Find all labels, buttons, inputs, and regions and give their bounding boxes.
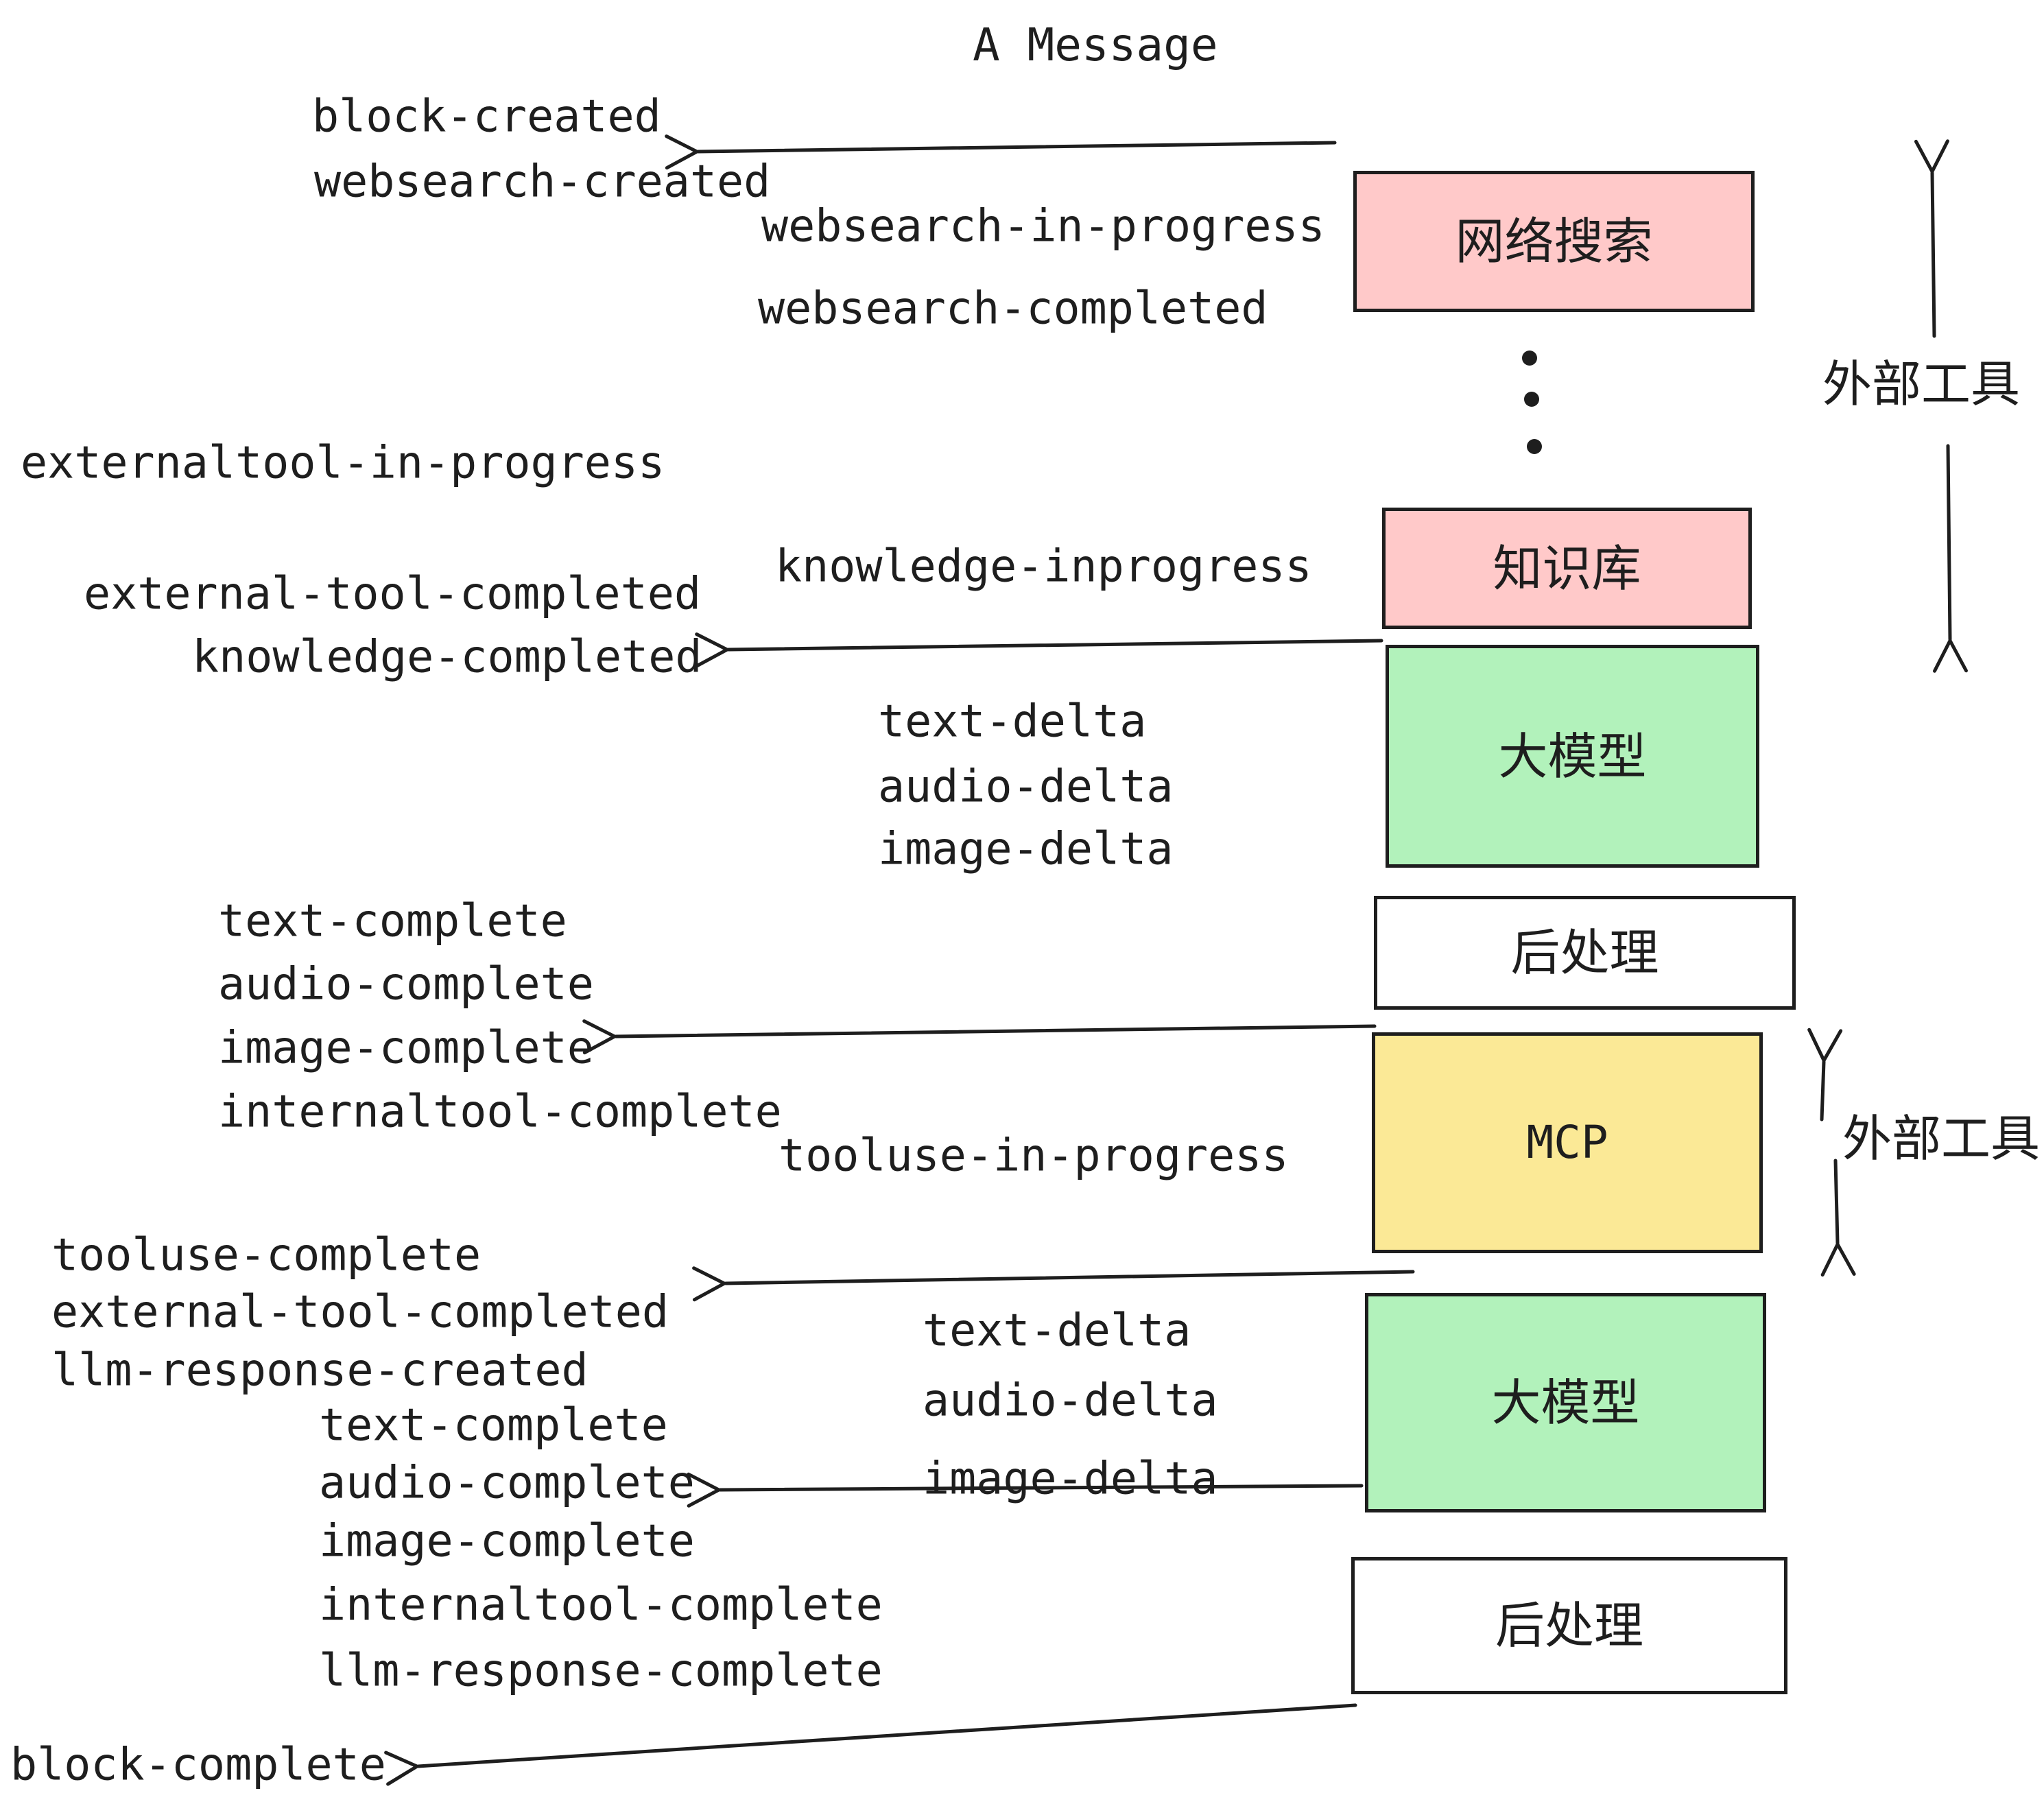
vertical-ellipsis-dot bbox=[1527, 439, 1542, 454]
llm-box-2-label: 大模型 bbox=[1491, 1374, 1640, 1432]
down-arrow-external-tools-2 bbox=[1820, 1159, 1856, 1277]
event-label-llm-response-created: llm-response-created bbox=[51, 1344, 589, 1397]
postprocess-box-2: 后处理 bbox=[1351, 1557, 1787, 1694]
event-label-image-complete-2: image-complete bbox=[319, 1515, 695, 1567]
postprocess-box-1-label: 后处理 bbox=[1510, 924, 1659, 982]
event-label-text-complete: text-complete bbox=[218, 895, 567, 947]
vertical-ellipsis-dot bbox=[1524, 392, 1539, 407]
event-label-image-delta-2: image-delta bbox=[923, 1453, 1218, 1505]
event-label-tooluse-complete: tooluse-complete bbox=[51, 1229, 482, 1281]
event-label-audio-complete-2: audio-complete bbox=[319, 1457, 695, 1509]
event-label-block-created: block-created bbox=[312, 91, 661, 143]
left-arrow-tooluse-complete bbox=[692, 1266, 1415, 1302]
event-label-block-complete: block-complete bbox=[10, 1739, 386, 1791]
websearch-box-label: 网络搜索 bbox=[1455, 213, 1653, 270]
up-arrow-external-tools-2 bbox=[1807, 1028, 1843, 1121]
llm-box-1-label: 大模型 bbox=[1498, 727, 1647, 785]
external-tools-label-2: 外部工具 bbox=[1842, 1110, 2041, 1167]
event-label-audio-delta-2: audio-delta bbox=[923, 1375, 1218, 1427]
llm-box-2: 大模型 bbox=[1365, 1293, 1766, 1512]
event-label-knowledge-completed: knowledge-completed bbox=[192, 631, 702, 683]
postprocess-box-2-label: 后处理 bbox=[1495, 1597, 1643, 1654]
event-label-text-complete-2: text-complete bbox=[319, 1399, 668, 1451]
event-label-audio-complete: audio-complete bbox=[218, 958, 594, 1010]
event-label-external-tool-completed: external-tool-completed bbox=[84, 568, 702, 620]
event-label-text-delta-2: text-delta bbox=[923, 1305, 1191, 1357]
websearch-box: 网络搜索 bbox=[1353, 171, 1755, 312]
vertical-ellipsis-dot bbox=[1522, 351, 1537, 366]
event-label-knowledge-inprogress: knowledge-inprogress bbox=[775, 541, 1312, 593]
mcp-box: MCP bbox=[1372, 1032, 1763, 1253]
event-label-image-complete: image-complete bbox=[218, 1022, 594, 1074]
mcp-box-label: MCP bbox=[1526, 1116, 1608, 1169]
left-arrow-block-created bbox=[665, 134, 1337, 170]
event-label-externaltool-in-progress: externaltool-in-progress bbox=[21, 437, 665, 489]
event-label-websearch-created: websearch-created bbox=[314, 156, 771, 208]
event-label-llm-response-complete: llm-response-complete bbox=[319, 1645, 883, 1697]
diagram-title: A Message bbox=[973, 19, 1218, 71]
left-arrow-block-complete bbox=[384, 1703, 1357, 1786]
knowledge-box-label: 知识库 bbox=[1493, 539, 1641, 597]
external-tools-label-1: 外部工具 bbox=[1822, 355, 2021, 413]
event-label-internaltool-complete-2: internaltool-complete bbox=[319, 1579, 883, 1631]
event-label-tooluse-in-progress: tooluse-in-progress bbox=[779, 1130, 1289, 1182]
event-label-audio-delta: audio-delta bbox=[878, 761, 1174, 813]
up-arrow-external-tools-1 bbox=[1914, 139, 1949, 338]
postprocess-box-1: 后处理 bbox=[1374, 896, 1796, 1010]
event-label-websearch-in-progress: websearch-in-progress bbox=[761, 200, 1325, 252]
knowledge-box: 知识库 bbox=[1382, 508, 1752, 629]
left-arrow-knowledge-completed bbox=[695, 632, 1383, 668]
event-label-text-delta: text-delta bbox=[878, 696, 1147, 748]
event-label-internaltool-complete: internaltool-complete bbox=[218, 1086, 782, 1138]
event-label-external-tool-completed-2: external-tool-completed bbox=[51, 1286, 669, 1338]
llm-box-1: 大模型 bbox=[1386, 645, 1759, 868]
left-arrow-image-complete bbox=[582, 1019, 1377, 1055]
event-label-image-delta: image-delta bbox=[878, 823, 1174, 875]
down-arrow-external-tools-1 bbox=[1932, 444, 1968, 673]
event-label-websearch-completed: websearch-completed bbox=[758, 283, 1268, 335]
